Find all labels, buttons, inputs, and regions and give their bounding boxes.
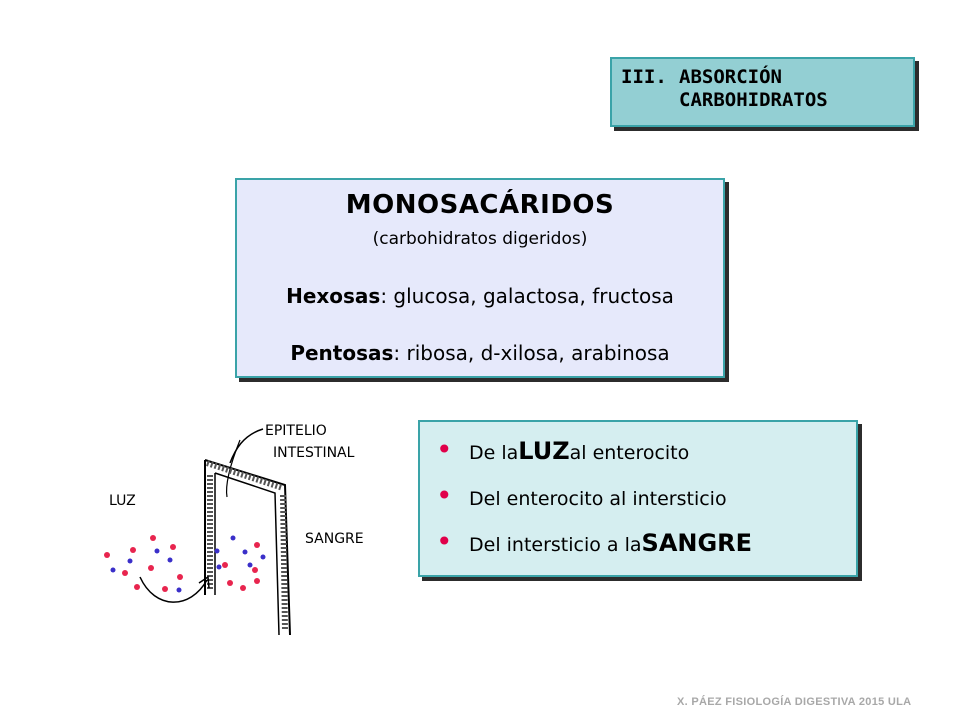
monosaccharides-box: MONOSACÁRIDOS (carbohidratos digeridos) … — [235, 178, 725, 378]
pentoses-label: Pentosas — [290, 341, 394, 365]
arrow-head-icon — [198, 575, 210, 589]
label-luz: LUZ — [109, 493, 136, 509]
step-1-pre: De la — [469, 442, 519, 464]
hexoses-line: Hexosas: glucosa, galactosa, fructosa — [237, 284, 723, 308]
hexoses-text: : glucosa, galactosa, fructosa — [380, 284, 674, 308]
pentoses-text: : ribosa, d-xilosa, arabinosa — [393, 341, 670, 365]
monosaccharide-dots — [104, 535, 266, 593]
bullet-icon: • — [436, 525, 453, 558]
pointer-line-epitelio — [229, 428, 264, 464]
epithelium-arch — [204, 459, 291, 636]
monosaccharides-title: MONOSACÁRIDOS — [345, 190, 615, 220]
section-title-line-2: CARBOHIDRATOS — [679, 89, 828, 111]
bullet-icon: • — [436, 479, 453, 512]
step-item-3: • Del intersticio a la SANGRE — [436, 528, 856, 574]
section-header-box: III. ABSORCIÓN CARBOHIDRATOS — [610, 57, 915, 127]
step-item-1: • De la LUZ al enterocito — [436, 436, 856, 482]
bullet-icon: • — [436, 433, 453, 466]
absorption-steps-box: • De la LUZ al enterocito • Del enteroci… — [418, 420, 858, 577]
label-epitelio-line-1: EPITELIO — [265, 423, 327, 439]
step-1-post: al enterocito — [569, 442, 690, 464]
label-sangre: SANGRE — [305, 531, 364, 547]
step-1-emphasis: LUZ — [518, 437, 570, 465]
monosaccharides-subtitle: (carbohidratos digeridos) — [372, 229, 588, 249]
section-header-row-1: III. ABSORCIÓN — [621, 66, 913, 89]
pentoses-line: Pentosas: ribosa, d-xilosa, arabinosa — [237, 341, 723, 365]
step-3-pre: Del intersticio a la — [469, 534, 642, 556]
section-header-row-2: CARBOHIDRATOS — [621, 89, 913, 112]
label-epitelio-line-2: INTESTINAL — [273, 445, 355, 461]
absorption-arrow — [139, 576, 208, 603]
hexoses-label: Hexosas — [286, 284, 381, 308]
epithelium-drawing: EPITELIO INTESTINAL LUZ SANGRE — [104, 423, 364, 636]
step-item-2: • Del enterocito al intersticio — [436, 482, 856, 528]
step-2-pre: Del enterocito al intersticio — [469, 488, 727, 510]
section-title-line-1: ABSORCIÓN — [679, 66, 782, 88]
section-number: III. — [621, 66, 667, 88]
footer-credit: X. PÁEZ FISIOLOGÍA DIGESTIVA 2015 ULA — [677, 696, 912, 708]
step-3-emphasis: SANGRE — [641, 529, 753, 557]
